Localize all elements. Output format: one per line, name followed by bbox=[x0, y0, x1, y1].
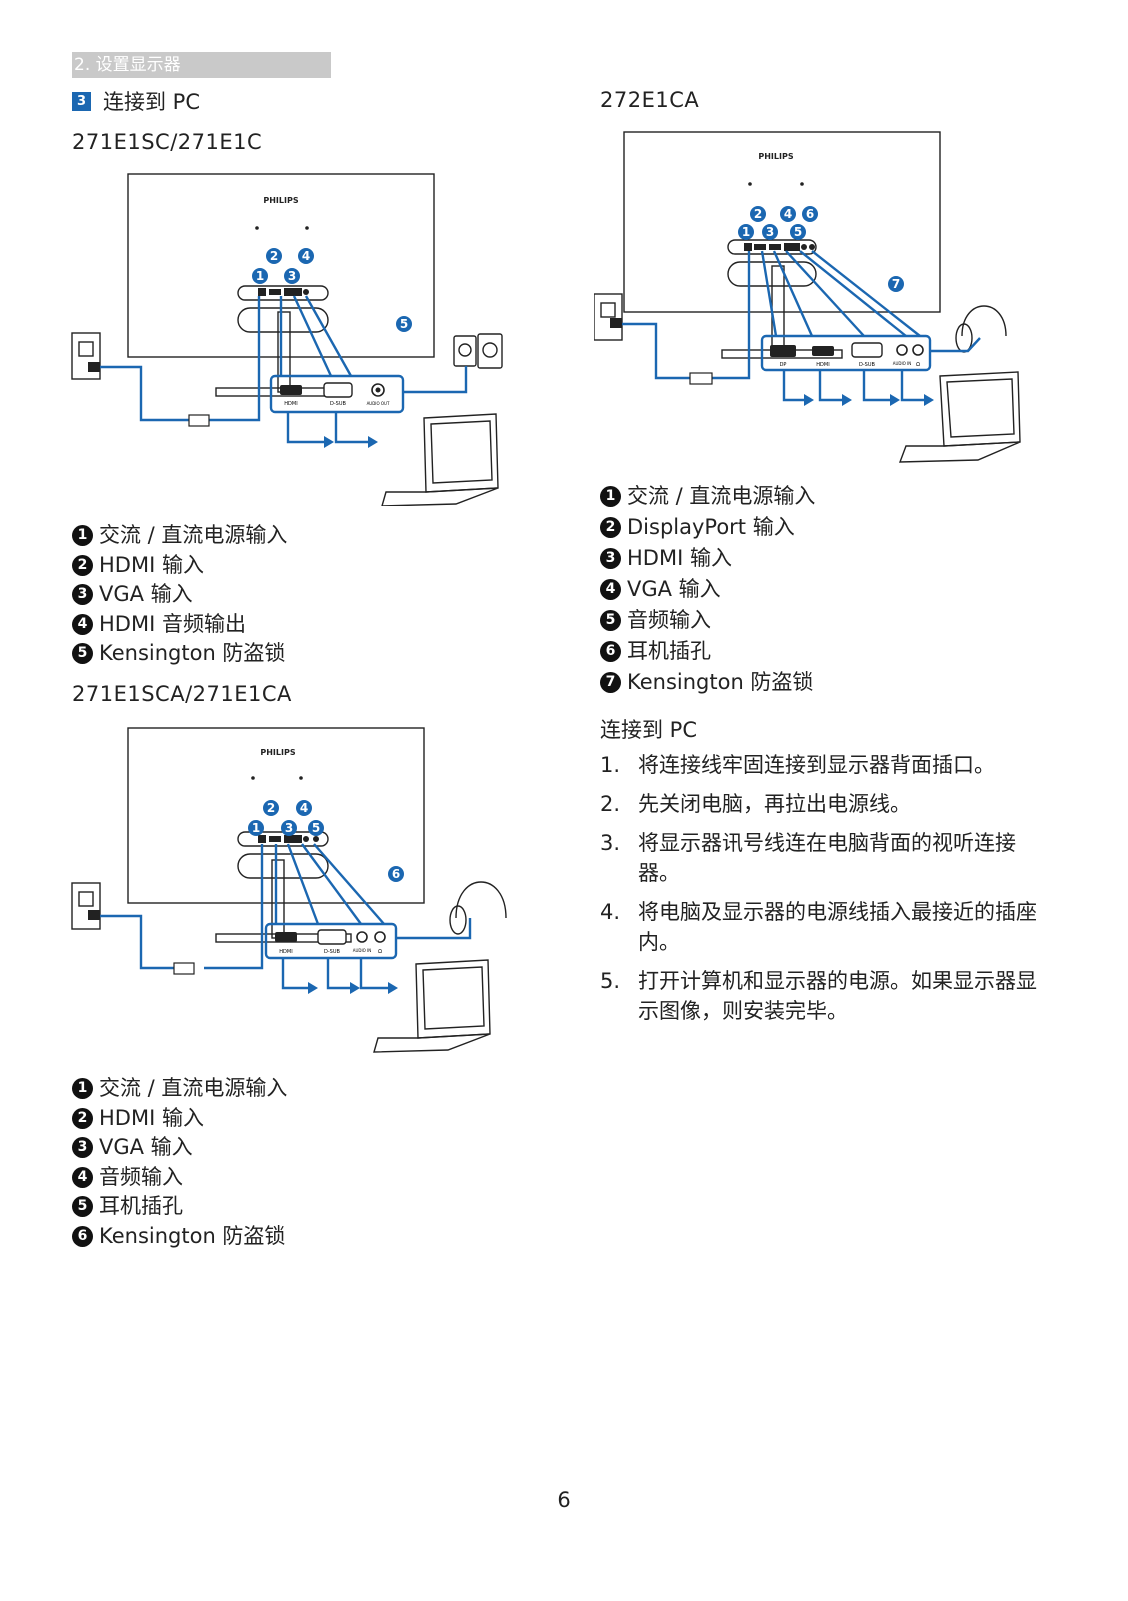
port-label-dp: DP bbox=[780, 362, 787, 368]
port-label-headphone: Ω bbox=[378, 949, 382, 955]
svg-text:2: 2 bbox=[267, 801, 275, 815]
port-label-hdmi: HDMI bbox=[284, 401, 297, 407]
svg-text:3: 3 bbox=[766, 225, 774, 239]
model-title-1: 271E1SC/271E1C bbox=[72, 130, 263, 154]
list-item: 4.将电脑及显示器的电源线插入最接近的插座内。 bbox=[600, 900, 1037, 954]
list-item: 1.将连接线牢固连接到显示器背面插口。 bbox=[600, 753, 995, 777]
brand-logo-text: PHILIPS bbox=[260, 748, 295, 757]
svg-text:1: 1 bbox=[252, 821, 260, 835]
model-title-3: 272E1CA bbox=[600, 88, 700, 112]
port-label-hdmi: HDMI bbox=[279, 949, 292, 955]
port-label-audio-in: AUDIO IN bbox=[353, 948, 372, 953]
port-label-dsub: D-SUB bbox=[859, 362, 875, 368]
svg-text:2: 2 bbox=[754, 207, 762, 221]
svg-text:1: 1 bbox=[742, 225, 750, 239]
svg-text:1: 1 bbox=[256, 269, 264, 283]
connection-diagram-model-3: PHILIPS DP HDMI bbox=[594, 131, 1021, 463]
section-title-bar: 2. 设置显示器 bbox=[72, 52, 331, 78]
svg-text:5: 5 bbox=[312, 821, 320, 835]
step-heading: 3 连接到 PC bbox=[72, 86, 200, 116]
port-label-headphone: Ω bbox=[916, 362, 920, 368]
svg-text:5: 5 bbox=[400, 317, 408, 331]
model-title-2: 271E1SCA/271E1CA bbox=[72, 682, 292, 706]
svg-text:5: 5 bbox=[794, 225, 802, 239]
page-number: 6 bbox=[557, 1488, 571, 1512]
port-label-hdmi: HDMI bbox=[816, 362, 829, 368]
svg-text:4: 4 bbox=[784, 207, 792, 221]
svg-text:3: 3 bbox=[288, 269, 296, 283]
port-label-dsub: D-SUB bbox=[324, 949, 340, 955]
step-number-badge: 3 bbox=[72, 91, 91, 111]
connect-steps-list: 1.将连接线牢固连接到显示器背面插口。 2.先关闭电脑，再拉出电源线。 3.将显… bbox=[600, 750, 1048, 1035]
port-label-audio-in: AUDIO IN bbox=[893, 361, 912, 366]
connection-diagram-model-2: PHILIPS HDMI D-SUB AUDIO IN Ω bbox=[71, 727, 507, 1053]
svg-text:6: 6 bbox=[806, 207, 814, 221]
svg-text:3: 3 bbox=[285, 821, 293, 835]
list-item: 2.先关闭电脑，再拉出电源线。 bbox=[600, 792, 911, 816]
svg-text:6: 6 bbox=[392, 867, 400, 881]
brand-logo-text: PHILIPS bbox=[263, 196, 298, 205]
port-label-dsub: D-SUB bbox=[330, 401, 346, 407]
connection-diagram-model-1: PHILIPS HDMI D-SUB AUDIO OUT 1 2 3 4 bbox=[71, 173, 503, 506]
connect-heading: 连接到 PC bbox=[600, 718, 698, 742]
svg-text:4: 4 bbox=[300, 801, 308, 815]
svg-text:7: 7 bbox=[892, 277, 900, 291]
step-title: 连接到 PC bbox=[103, 90, 201, 114]
svg-text:4: 4 bbox=[302, 249, 310, 263]
list-item: 5.打开计算机和显示器的电源。如果显示器显示图像，则安装完毕。 bbox=[600, 969, 1037, 1023]
list-item: 3.将显示器讯号线连在电脑背面的视听连接器。 bbox=[600, 831, 1016, 885]
brand-logo-text: PHILIPS bbox=[758, 152, 793, 161]
port-label-audio-out: AUDIO OUT bbox=[367, 401, 390, 406]
svg-text:2: 2 bbox=[270, 249, 278, 263]
